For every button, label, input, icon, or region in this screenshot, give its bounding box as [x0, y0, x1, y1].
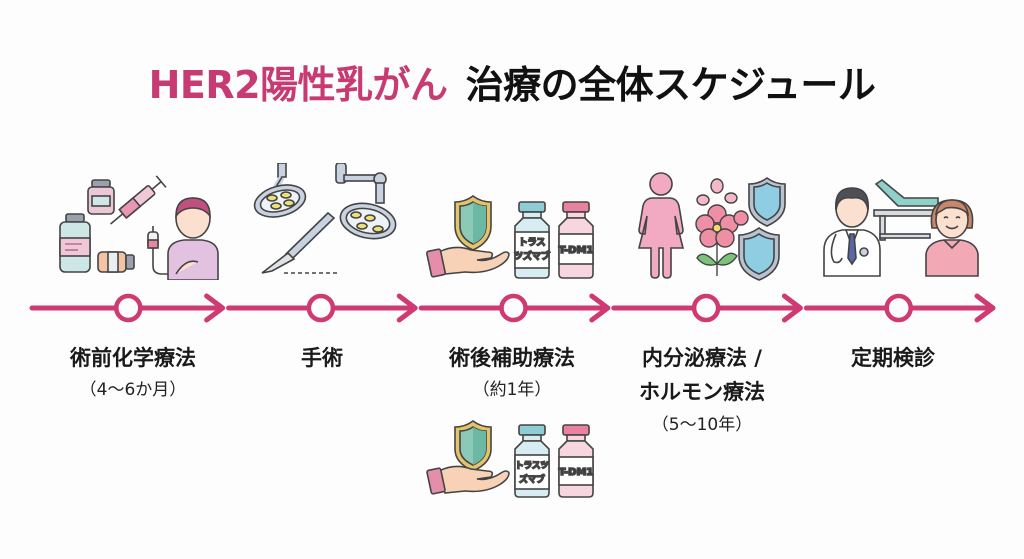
- timeline-node: [691, 293, 721, 323]
- vial-label-trastuzumab-1: トラスツ: [515, 461, 549, 471]
- vial-label-tdm1: T-DM1: [559, 245, 594, 256]
- arrow-head-icon: [204, 293, 226, 323]
- scalpel-icon: [261, 211, 336, 274]
- doctor-icon: [823, 187, 881, 277]
- vial-trastuzumab-icon: トラスツ ズマブ: [514, 424, 550, 498]
- exam-bed-icon: [873, 179, 939, 241]
- shield-icon: [738, 227, 780, 281]
- stage-duration-adjuvant: （約1年）: [472, 380, 552, 400]
- shield-icon: [454, 420, 492, 472]
- vial-trastuzumab-icon: トラス ツズマブ: [513, 201, 551, 279]
- stage-label-surgery: 手術: [301, 346, 343, 370]
- title-accent: HER2陽性乳がん: [148, 63, 448, 107]
- vial-label-trastuzumab-1: トラス: [519, 237, 546, 248]
- arrow-head-icon: [781, 293, 803, 323]
- stage-duration-hormone: （5〜10年）: [651, 415, 753, 435]
- vial-label-trastuzumab-2: ズマブ: [519, 474, 545, 485]
- arrow-head-icon: [396, 293, 418, 323]
- surgical-lamp-icon: [253, 163, 307, 218]
- timeline-node: [114, 293, 143, 323]
- vial-tdm1-icon: T-DM1: [558, 201, 594, 279]
- surgery-icon: [248, 163, 408, 283]
- vial-label-tdm1: T-DM1: [559, 467, 594, 478]
- checkup-icon: [820, 172, 1000, 277]
- woman-icon: [637, 172, 685, 279]
- medicine-bottle-icon: [59, 213, 91, 273]
- vial-icon: [97, 251, 135, 273]
- timeline: [29, 293, 996, 323]
- arrow-head-icon: [589, 293, 611, 323]
- stage-label-neoadjuvant: 術前化学療法: [70, 346, 196, 370]
- stage-label-hormone: ホルモン療法: [639, 380, 765, 404]
- hormone-therapy-icon: [625, 168, 800, 283]
- vial-label-trastuzumab-2: ツズマブ: [514, 250, 550, 262]
- stage-label-endocrine: 内分泌療法 /: [642, 346, 762, 370]
- stage-duration-neoadjuvant: （4〜6か月）: [79, 380, 187, 400]
- open-hand-icon: [426, 246, 510, 278]
- patient-woman-icon: [925, 199, 979, 277]
- timeline-node: [499, 293, 528, 323]
- syringe-icon: [110, 175, 167, 225]
- stage-label-adjuvant: 術後補助療法: [449, 346, 575, 370]
- cherry-blossom-icon: [695, 178, 749, 276]
- stage-label-checkup: 定期検診: [851, 346, 935, 370]
- timeline-node: [306, 293, 336, 323]
- shield-icon: [748, 177, 786, 227]
- adjuvant-therapy-icon-secondary: トラスツ ズマブ T-DM1: [425, 415, 600, 500]
- surgical-lamp-icon: [335, 163, 397, 240]
- title-main: 治療の全体スケジュール: [465, 63, 876, 107]
- iv-drip-icon: [147, 226, 174, 275]
- adjuvant-therapy-icon: トラス ツズマブ T-DM1: [425, 188, 600, 283]
- arrow-head-icon: [974, 293, 996, 323]
- page-title: HER2陽性乳がん治療の全体スケジュール: [0, 54, 1024, 109]
- small-vial-icon: [87, 179, 115, 215]
- patient-icon: [167, 197, 219, 280]
- chemotherapy-icon: [50, 170, 230, 280]
- shield-icon: [454, 195, 492, 251]
- timeline-node: [884, 293, 913, 323]
- vial-tdm1-icon: T-DM1: [558, 424, 594, 498]
- open-hand-icon: [426, 465, 510, 495]
